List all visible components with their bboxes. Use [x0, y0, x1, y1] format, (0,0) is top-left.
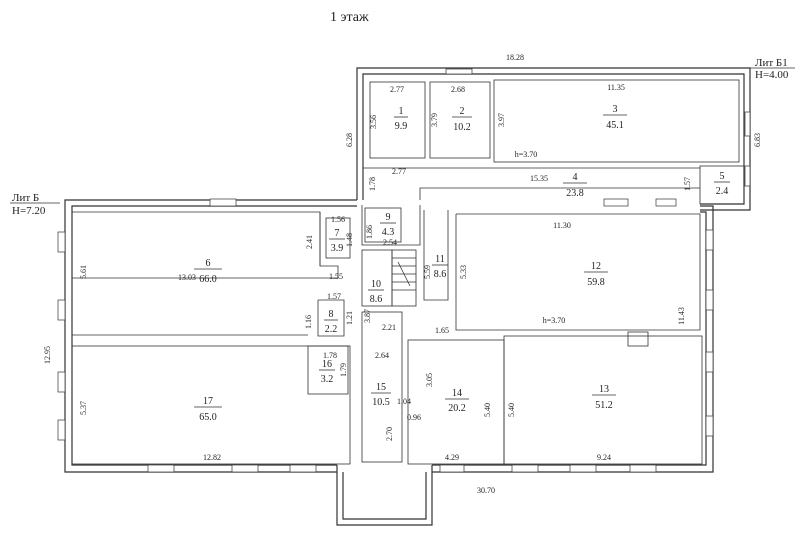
dim-r9-w: 2.54 — [383, 238, 397, 247]
page-title: 1 этаж — [330, 10, 369, 25]
dim-r11-h: 5.59 — [423, 265, 432, 279]
lit-b-height: H=7.20 — [12, 205, 46, 217]
dim-r16-w: 1.78 — [323, 351, 337, 360]
room-10-area: 8.6 — [370, 294, 383, 305]
room-16-number: 16 — [322, 359, 332, 370]
room-9-area: 4.3 — [382, 227, 395, 238]
dim-r15-h2: 2.70 — [385, 427, 394, 441]
dim-r7-h2: 1.48 — [345, 233, 354, 247]
dim-r13-w: 9.24 — [597, 453, 611, 462]
dim-r8-h2: 1.21 — [345, 311, 354, 325]
dim-r16-h: 1.79 — [339, 363, 348, 377]
dim-b1-ceiling: h=3.70 — [515, 150, 538, 159]
lit-b-name: Лит Б — [12, 192, 39, 204]
room-1-number: 1 — [399, 106, 404, 117]
dim-r5-w: 1.57 — [683, 177, 692, 191]
room-7-number: 7 — [335, 228, 340, 239]
dim-r17-h: 5.37 — [79, 401, 88, 415]
dim-r15-w: 2.64 — [375, 351, 389, 360]
dim-r6-h: 5.61 — [79, 265, 88, 279]
dim-r15-w3: 0.96 — [407, 413, 421, 422]
room-12-area: 59.8 — [587, 277, 605, 288]
room-14-area: 20.2 — [448, 403, 466, 414]
dim-r9-h: 1.86 — [365, 225, 374, 239]
dim-r12-w: 11.30 — [553, 221, 571, 230]
dim-r14-h: 3.05 — [425, 373, 434, 387]
room-16-area: 3.2 — [321, 374, 334, 385]
room-9-number: 9 — [386, 212, 391, 223]
dim-b1-left: 6.28 — [345, 133, 354, 147]
room-14-number: 14 — [452, 388, 462, 399]
dim-r12-ceiling: h=3.70 — [543, 316, 566, 325]
room-4-number: 4 — [573, 172, 578, 183]
dim-r12-left: 5.33 — [459, 265, 468, 279]
dim-r13-left: 5.40 — [507, 403, 516, 417]
room-13-number: 13 — [599, 384, 609, 395]
dim-r15-w2: 1.04 — [397, 397, 411, 406]
dim-r3-w: 11.35 — [607, 83, 625, 92]
dim-r14-right: 5.40 — [483, 403, 492, 417]
dim-r10-w: 1.55 — [329, 272, 343, 281]
dim-c4-gap: 1.78 — [368, 177, 377, 191]
room-15-number: 15 — [376, 382, 386, 393]
walls — [64, 67, 751, 526]
lit-b1-height: H=4.00 — [755, 69, 789, 81]
windows — [57, 68, 751, 473]
room-17-number: 17 — [203, 396, 213, 407]
room-8-number: 8 — [329, 309, 334, 320]
room-11-number: 11 — [435, 254, 445, 265]
room-4-area: 23.8 — [566, 188, 584, 199]
dim-bottom-overall: 30.70 — [477, 486, 495, 495]
dim-r1-w: 2.77 — [390, 85, 404, 94]
dim-r12-right: 11.43 — [677, 307, 686, 325]
room-13-area: 51.2 — [595, 400, 613, 411]
dim-r3-h: 3.97 — [497, 113, 506, 127]
room-8-area: 2.2 — [325, 324, 338, 335]
room-6-number: 6 — [206, 258, 211, 269]
room-3-area: 45.1 — [606, 120, 624, 131]
dim-r14-w: 4.29 — [445, 453, 459, 462]
dim-c4-len: 15.35 — [530, 174, 548, 183]
room-3-number: 3 — [613, 104, 618, 115]
dim-r1-h: 3.56 — [369, 115, 378, 129]
dim-r8-w: 1.57 — [327, 292, 341, 301]
room-7-area: 3.9 — [331, 243, 344, 254]
room-labels: 1 9.9 2 10.2 3 45.1 4 23.8 5 2.4 6 66.0 … — [194, 104, 730, 423]
dim-r10-h: 3.87 — [363, 309, 372, 323]
room-15-area: 10.5 — [372, 397, 390, 408]
room-5-number: 5 — [720, 171, 725, 182]
dimension-labels: 18.28 30.70 12.95 2.77 3.56 2.77 2.68 3.… — [43, 53, 762, 495]
room-1-area: 9.9 — [395, 121, 408, 132]
dim-r10-w2: 2.21 — [382, 323, 396, 332]
stair — [392, 257, 416, 291]
room-2-number: 2 — [460, 106, 465, 117]
room-2-area: 10.2 — [453, 122, 471, 133]
dim-left-overall: 12.95 — [43, 346, 52, 364]
room-6-area: 66.0 — [199, 274, 217, 285]
room-10-number: 10 — [371, 279, 381, 290]
lit-b1-name: Лит Б1 — [755, 57, 788, 69]
room-11-area: 8.6 — [434, 269, 447, 280]
room-12-number: 12 — [591, 261, 601, 272]
dim-r8-h: 1.16 — [304, 315, 313, 329]
dim-r2-h: 3.79 — [430, 113, 439, 127]
dim-r17-w: 12.82 — [203, 453, 221, 462]
dim-r11-step: 1.65 — [435, 326, 449, 335]
dim-r3-side: 6.83 — [753, 133, 762, 147]
dim-r6-w: 13.03 — [178, 273, 196, 282]
room-5-area: 2.4 — [716, 186, 729, 197]
dim-r2-w: 2.68 — [451, 85, 465, 94]
dim-r7-w: 1.56 — [331, 215, 345, 224]
dim-r1-w-bottom: 2.77 — [392, 167, 406, 176]
room-17-area: 65.0 — [199, 412, 217, 423]
dim-top-overall: 18.28 — [506, 53, 524, 62]
dim-r7-h: 2.41 — [305, 235, 314, 249]
